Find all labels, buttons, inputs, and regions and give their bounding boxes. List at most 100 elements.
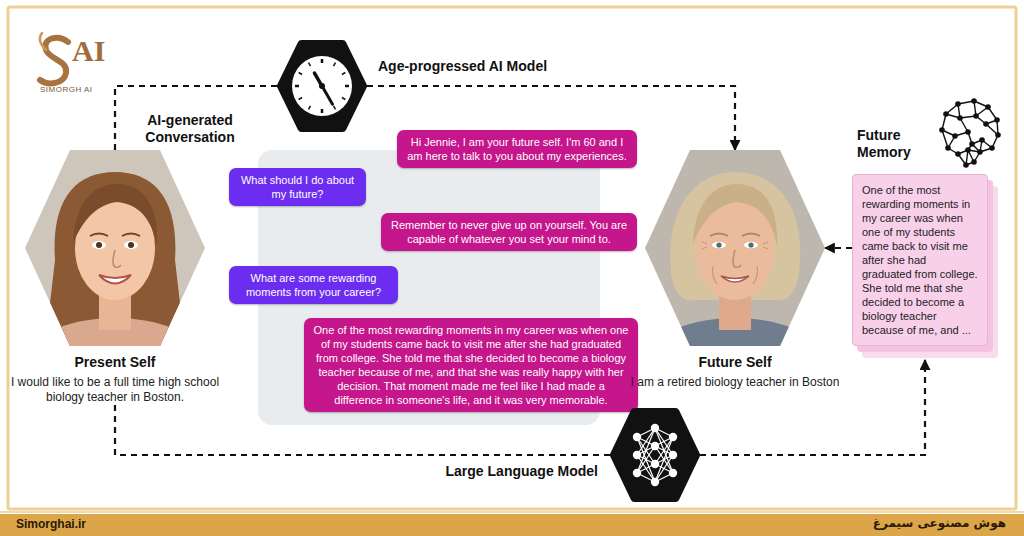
- brain-node: [973, 113, 979, 119]
- chat-message: One of the most rewarding moments in my …: [312, 323, 630, 407]
- brain-node: [985, 104, 991, 110]
- footer-band: [0, 514, 1024, 536]
- network-link: [637, 446, 655, 473]
- network-node: [633, 451, 641, 459]
- network-node: [669, 469, 677, 477]
- clock-tick: [321, 109, 324, 113]
- neural-network-icon: [610, 408, 700, 502]
- brain-node: [969, 141, 975, 147]
- brain-node: [979, 137, 985, 143]
- user-bubble: What are some rewarding moments from you…: [229, 266, 398, 304]
- chat-message: What are some rewarding moments from you…: [237, 271, 390, 299]
- eye-white: [744, 242, 758, 248]
- present-self-node: Present SelfI would like to be a full ti…: [25, 150, 205, 405]
- eye-iris: [716, 242, 721, 247]
- brain-node: [971, 159, 977, 165]
- brain-node: [971, 98, 977, 104]
- eye-iris: [748, 242, 753, 247]
- future-self-bubble: One of the most rewarding moments in my …: [304, 318, 638, 412]
- nose: [733, 250, 741, 267]
- dashed-connector: [825, 247, 852, 249]
- brain-network-icon: [939, 98, 1001, 168]
- brain-node: [965, 147, 971, 153]
- hair-fringe: [73, 184, 157, 246]
- hexagon-shape: [614, 412, 696, 498]
- future-self-bubble: Remember to never give up on yourself. Y…: [381, 213, 637, 251]
- memory-label: Future Memory: [857, 127, 929, 161]
- eyebrow: [90, 234, 108, 237]
- brain-node: [994, 117, 1000, 123]
- brain-node: [977, 149, 983, 155]
- node-caption: I am a retired biology teacher in Boston: [623, 375, 847, 390]
- clock-tick: [309, 106, 311, 109]
- eyebrow: [742, 234, 760, 237]
- brain-node: [955, 151, 961, 157]
- brain-node: [995, 132, 1001, 138]
- brain-node: [983, 121, 989, 127]
- footer-line: [0, 511, 1024, 513]
- young-face-portrait: [25, 150, 205, 346]
- clock-tick: [321, 59, 324, 63]
- future-self-bubble: Hi Jennie, I am your future self. I'm 60…: [397, 130, 637, 168]
- eye-iris: [96, 242, 102, 248]
- brain-node: [963, 162, 969, 168]
- older-face-portrait: [645, 150, 825, 346]
- model-hexagon: Age-progressed AI Model: [277, 40, 367, 132]
- hair: [670, 172, 800, 300]
- clock-tick: [295, 85, 299, 88]
- site-url: Simorghai.ir: [16, 517, 86, 531]
- hexagon-shape: [281, 44, 363, 128]
- network-node: [669, 451, 677, 459]
- network-node: [669, 433, 677, 441]
- mouth: [99, 275, 131, 284]
- eye-white: [92, 241, 106, 249]
- brain-node: [945, 145, 951, 151]
- brain-node: [939, 127, 945, 133]
- chat-message: What should I do about my future?: [237, 173, 358, 201]
- network-link: [655, 455, 673, 482]
- network-node: [651, 460, 659, 468]
- smile-line: [713, 266, 758, 284]
- clock-tick: [299, 73, 302, 75]
- future-self-node: Future SelfI am a retired biology teache…: [645, 150, 825, 390]
- eye-white: [124, 241, 138, 249]
- conversation-panel: AI-generated ConversationHi Jennie, I am…: [258, 150, 600, 425]
- clock-tick: [342, 73, 345, 75]
- brain-node: [943, 111, 949, 117]
- clock-pin: [319, 83, 325, 89]
- clock-tick: [334, 106, 336, 109]
- eye-iris: [128, 242, 134, 248]
- clock-hand: [322, 86, 333, 104]
- memory-text: One of the most rewarding moments in my …: [862, 183, 978, 337]
- portrait-ground: [645, 150, 825, 346]
- portrait-ground: [25, 150, 205, 346]
- clock-tick: [342, 98, 345, 100]
- nose: [113, 250, 121, 267]
- mouth: [721, 276, 749, 282]
- portrait: [645, 150, 825, 346]
- chat-message: Hi Jennie, I am your future self. I'm 60…: [405, 135, 629, 163]
- logo-tagline: SIMORGH AI: [40, 85, 93, 94]
- node-heading: Present Self: [25, 354, 205, 371]
- node-caption: I would like to be a full time high scho…: [3, 375, 227, 405]
- network-node: [651, 478, 659, 486]
- hair: [45, 172, 185, 346]
- model-label: Age-progressed AI Model: [378, 58, 547, 75]
- brain-node: [957, 115, 963, 121]
- dashed-connector: [115, 86, 277, 150]
- brain-node: [965, 129, 971, 135]
- llm-hexagon: Large Language Model: [610, 408, 700, 502]
- eyebrow: [122, 234, 140, 237]
- page-frame: [8, 7, 1016, 509]
- eyebrow: [710, 234, 728, 237]
- node-heading: Future Self: [645, 354, 825, 371]
- network-node: [633, 469, 641, 477]
- user-bubble: What should I do about my future?: [229, 168, 366, 206]
- brain-node: [955, 101, 961, 107]
- network-node: [651, 442, 659, 450]
- clock-face: [292, 56, 352, 116]
- clock-icon: [277, 40, 367, 132]
- network-node: [633, 433, 641, 441]
